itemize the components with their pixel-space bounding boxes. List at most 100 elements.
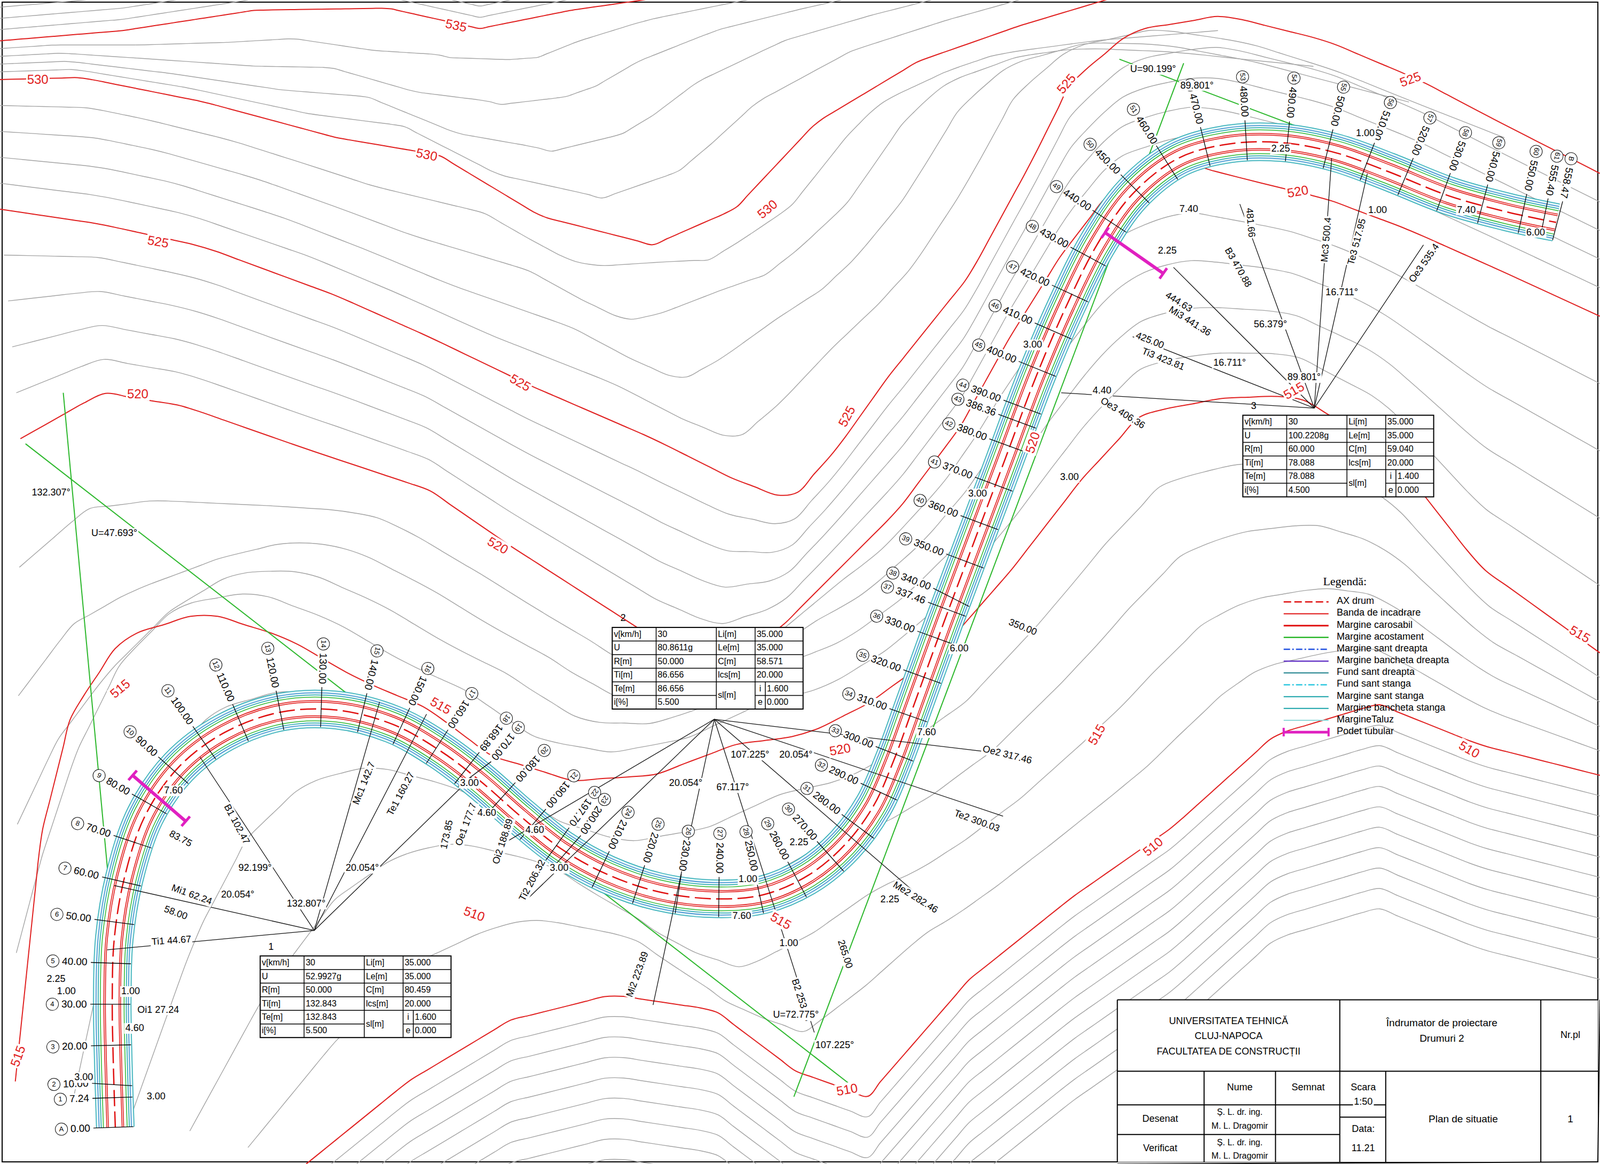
radius-line [653, 719, 715, 1006]
annotation: 265.00 [835, 937, 856, 971]
radius-line [714, 719, 1004, 817]
annotation: Verificat [1141, 1143, 1179, 1155]
table-rule [260, 996, 451, 998]
legend-text: MargineTaluz [1336, 714, 1394, 726]
annotation: 530 [26, 72, 50, 87]
annotation: 20.054° [220, 889, 256, 901]
title-block-rule [1385, 1071, 1387, 1163]
station-number: 43 [949, 391, 967, 409]
legend-text: Margine bancheta dreapta [1336, 655, 1449, 666]
contour-line [306, 766, 1600, 1164]
station-number: 13 [260, 640, 276, 656]
culvert-end [181, 816, 191, 827]
contour-line [306, 908, 1600, 1164]
station-label: 980.00 [90, 766, 133, 799]
station-number: 6 [49, 907, 65, 922]
chainage: 150.00 [405, 673, 430, 708]
station-number: 16 [419, 660, 437, 678]
annotation: 1:50 [1352, 1096, 1374, 1108]
legend-sample [1283, 696, 1329, 698]
annotation: 3.00 [145, 1091, 167, 1103]
annotation: 11.21 [1350, 1143, 1377, 1155]
station-number: 4 [45, 997, 59, 1011]
index-contour [0, 0, 715, 41]
chainage: 110.00 [214, 670, 237, 704]
annotation: Ș. L. dr. ing. [1216, 1107, 1264, 1118]
table-cell: 59.040 [1387, 442, 1414, 457]
legend-sample-end [1327, 727, 1330, 737]
table-cell: i[%] [613, 695, 629, 709]
station-tick [1156, 145, 1178, 180]
station-tick [998, 414, 1036, 429]
station-number: 37 [879, 578, 896, 596]
table-frame [612, 627, 803, 710]
road-band [112, 142, 1557, 1128]
road-band [112, 142, 1557, 1128]
station-number: 44 [954, 377, 972, 394]
annotation: 2.25 [879, 894, 901, 906]
station-tick [989, 438, 1027, 453]
table-grid [260, 415, 1434, 1039]
station-tick [92, 1097, 133, 1099]
contour-line [0, 0, 715, 7]
station-number: 36 [868, 608, 885, 625]
annotation: 58.00 [161, 903, 190, 923]
legend-sample [1283, 601, 1329, 603]
station-number: 28 [738, 824, 754, 841]
annotation: Desenat [1141, 1114, 1180, 1125]
station-label: 32290.00 [812, 756, 861, 789]
chainage: 240.00 [713, 842, 726, 875]
table-cell: 3 [1251, 398, 1257, 414]
annotation: Ti3 423.81 [1139, 345, 1188, 373]
station-tick [1092, 210, 1127, 233]
table-cell: 2 [620, 611, 626, 626]
chainage: 20.00 [61, 1040, 89, 1053]
chainage: 230.00 [676, 838, 693, 873]
station-label: 57520.00 [1408, 110, 1439, 159]
table-cell: i[%] [1244, 483, 1259, 497]
annotation: Semnat [1290, 1082, 1327, 1094]
chainage: 540.00 [1483, 149, 1503, 184]
contour-line [0, 0, 960, 152]
annotation: 3.00 [73, 1072, 94, 1084]
table-rule [412, 1010, 414, 1038]
chainage: 80.00 [103, 774, 132, 798]
table-cell: sl[m] [365, 1010, 384, 1038]
station-number: 5 [46, 954, 60, 969]
legend-sample [1283, 648, 1329, 651]
radius-line [107, 930, 315, 951]
table-cell: 80.8611g [657, 641, 694, 655]
title-block-rule [1117, 1070, 1598, 1072]
chainage: 410.00 [1000, 303, 1035, 327]
station-label: 11100.00 [159, 681, 197, 728]
station-label: 45400.00 [970, 336, 1019, 367]
annotation: 515 [1565, 622, 1594, 647]
chainage: 50.00 [64, 910, 93, 925]
annotation: 20.054° [778, 749, 814, 761]
annotation: 515 [427, 694, 455, 719]
annotation: 530 [413, 145, 440, 165]
station-number: 34 [840, 686, 858, 703]
station-number: 14 [316, 637, 331, 651]
legend-sample [1283, 624, 1329, 627]
annotation: 520 [827, 741, 853, 760]
table-cell: lcs[m] [1348, 456, 1371, 470]
table-cell: 50.000 [305, 983, 332, 997]
road-band [112, 142, 1557, 1128]
table-cell: C[m] [1348, 442, 1367, 457]
station-number: 61 [1549, 148, 1565, 164]
chainage: 550.00 [1522, 158, 1540, 193]
table-frame [260, 955, 451, 1038]
annotation: 510 [1455, 738, 1484, 763]
legend-text: AX drum [1336, 595, 1375, 607]
table-rule [1346, 415, 1348, 498]
table-rule [1286, 415, 1288, 498]
station-tick [90, 962, 131, 964]
station-tick [232, 704, 249, 742]
table-cell: R[m] [613, 654, 632, 669]
annotation: Ș. L. dr. ing. [1216, 1138, 1264, 1148]
table-cell: 78.088 [1288, 469, 1315, 484]
table-cell: 4.500 [1288, 483, 1310, 497]
station-label: 17.24 [53, 1092, 91, 1107]
table-cell: 0.000 [766, 695, 789, 709]
